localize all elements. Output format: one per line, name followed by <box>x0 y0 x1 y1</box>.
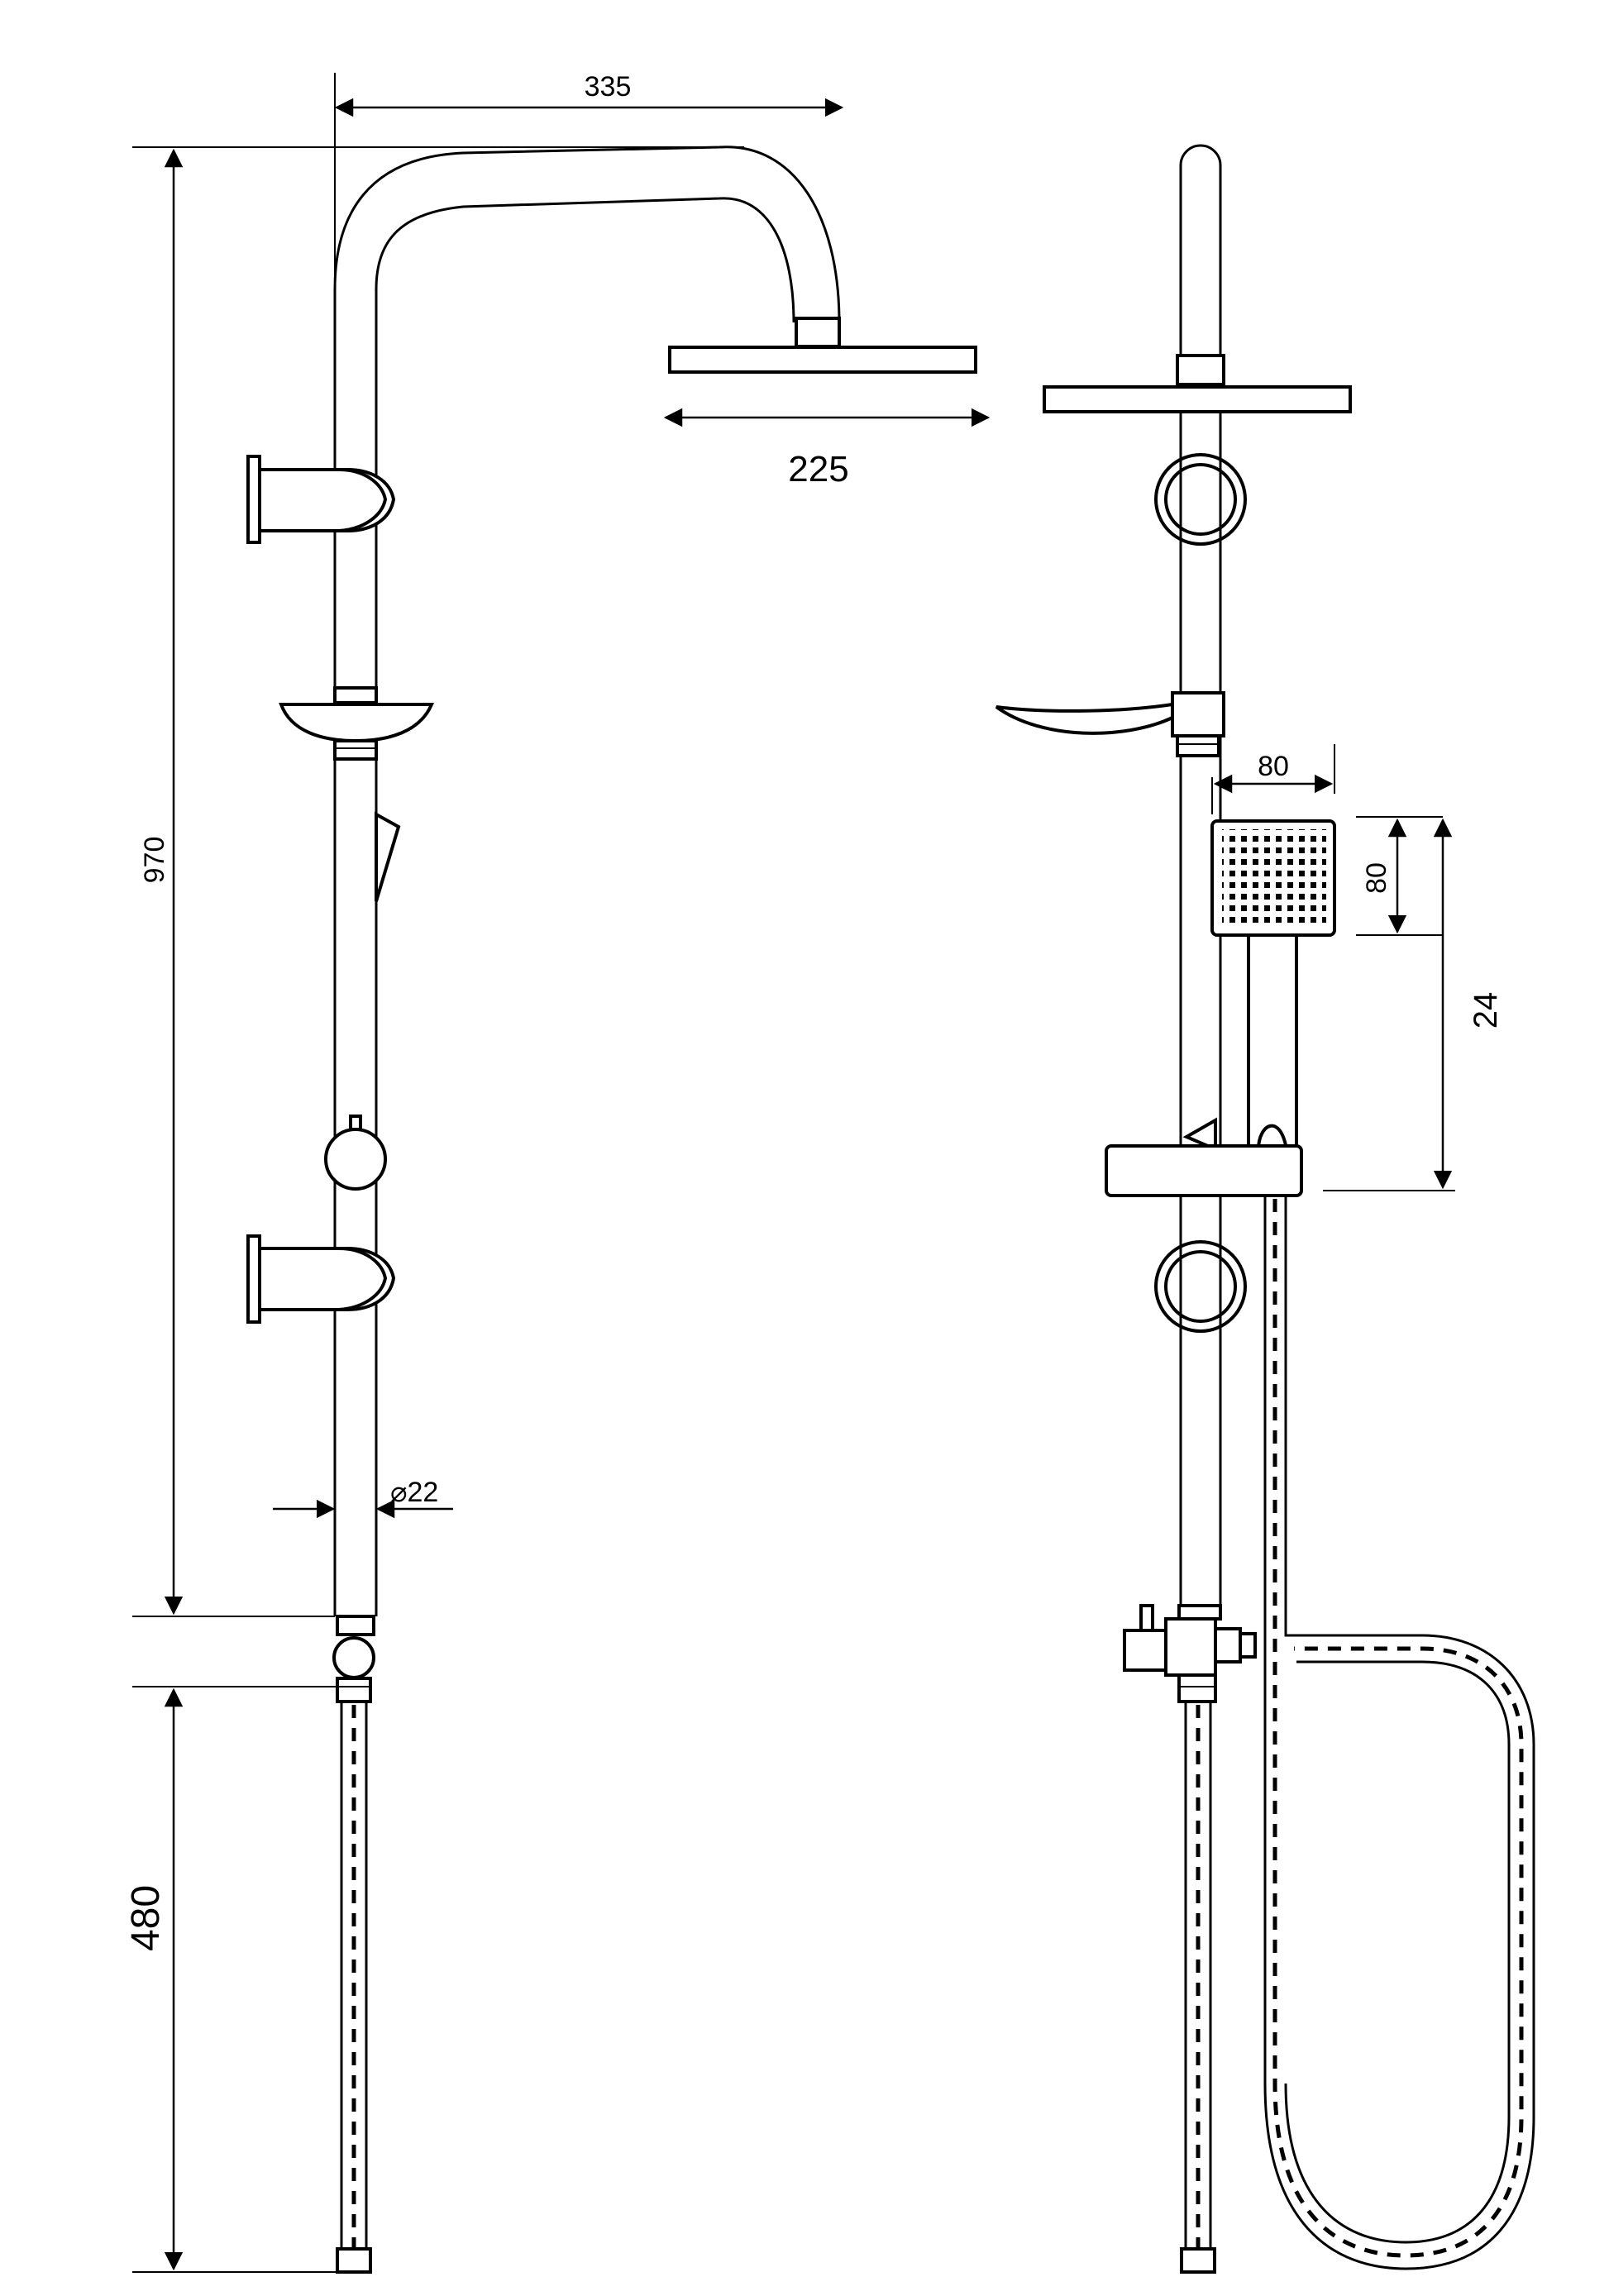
front-shower-head <box>668 346 977 374</box>
front-lower-wall-bracket <box>246 1234 396 1324</box>
side-diverter-valve <box>1123 1604 1257 1703</box>
front-diverter-lever <box>375 811 401 902</box>
front-hose <box>336 1702 372 2274</box>
dim-24-label: 24 <box>1468 992 1504 1029</box>
front-head-connector <box>795 317 841 348</box>
side-slider-holder <box>1105 1117 1303 1197</box>
dim-225-label: 225 <box>788 449 848 489</box>
hand-shower-nozzle-grid <box>1222 829 1326 927</box>
front-slider-knob <box>324 1115 387 1191</box>
dimensions: 335 225 970 ⌀22 480 80 80 24 <box>124 71 1504 2273</box>
front-soap-dish <box>279 686 435 761</box>
front-bottom-fitting <box>332 1615 375 1703</box>
front-arm-outer <box>333 146 841 323</box>
dim-970-label: 970 <box>139 837 170 884</box>
front-arm-inner <box>375 197 795 323</box>
dim-335-label: 335 <box>585 71 632 103</box>
dim-22-label: ⌀22 <box>390 1477 438 1508</box>
dim-80h-label: 80 <box>1361 862 1392 894</box>
side-soap-dish <box>995 691 1225 757</box>
side-head-collar <box>1176 354 1225 386</box>
hand-shower <box>1210 819 1336 1152</box>
dim-480-label: 480 <box>124 1885 168 1951</box>
side-column <box>1179 144 1222 1616</box>
front-view <box>246 146 977 2274</box>
hand-shower-handle <box>1247 933 1298 1152</box>
side-view <box>995 144 1535 2274</box>
side-supply-hose <box>1180 1702 1216 2274</box>
side-hand-shower-hose <box>1263 1196 1535 2270</box>
side-shower-head <box>1043 385 1352 413</box>
dim-80w-label: 80 <box>1258 751 1289 782</box>
side-upper-bracket <box>1154 453 1247 546</box>
front-upper-wall-bracket <box>246 455 396 544</box>
side-lower-bracket <box>1154 1240 1247 1333</box>
